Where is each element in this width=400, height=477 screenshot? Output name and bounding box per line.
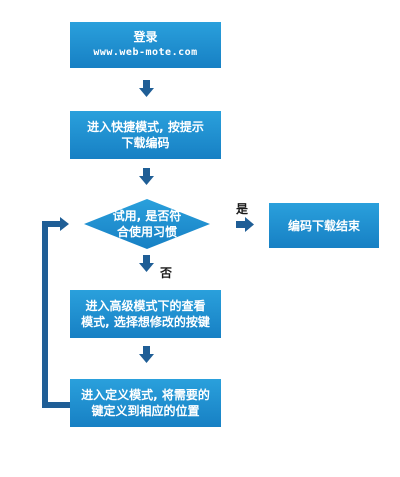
decision-line1: 试用, 是否符 [112,209,182,223]
login-box: 登录 www.web-mote.com [70,22,221,68]
quick-mode-box: 进入快捷模式, 按提示 下载编码 [70,111,221,159]
advanced-mode-box: 进入高级模式下的查看 模式, 选择想修改的按键 [70,290,221,338]
yes-label: 是 [236,202,249,216]
decision-text: 试用, 是否符 合使用习惯 [97,208,197,240]
decision-line2: 合使用习惯 [116,225,177,239]
arrow-right-yes [236,217,254,232]
define-mode-box: 进入定义模式, 将需要的 键定义到相应的位置 [70,379,221,427]
define-mode-line1: 进入定义模式, 将需要的 [81,388,210,402]
define-mode-line2: 键定义到相应的位置 [91,404,200,418]
decision-diamond [84,199,210,249]
arrow-down-2 [139,168,154,185]
no-label: 否 [160,266,173,280]
login-url: www.web-mote.com [93,47,198,58]
quick-mode-line1: 进入快捷模式, 按提示 [87,120,204,134]
advanced-mode-line1: 进入高级模式下的查看 [85,299,206,313]
arrow-down-4 [139,346,154,363]
arrow-down-3 [139,255,154,272]
arrow-down-1 [139,80,154,97]
advanced-mode-line2: 模式, 选择想修改的按键 [81,315,210,329]
download-end-text: 编码下载结束 [287,218,360,233]
quick-mode-line2: 下载编码 [121,136,170,150]
download-end-box: 编码下载结束 [269,203,379,248]
login-title: 登录 [133,30,158,44]
